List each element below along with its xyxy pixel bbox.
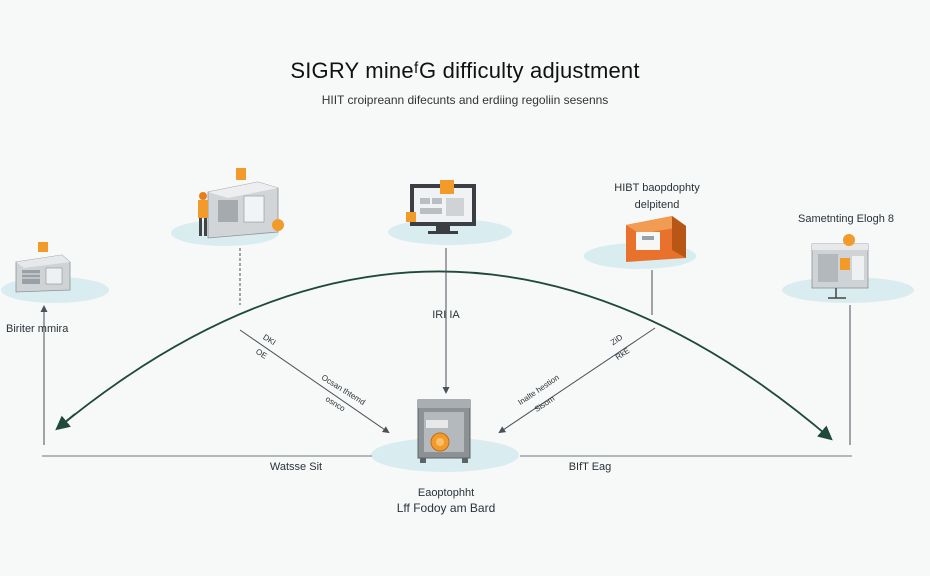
top-right-node-label-line1: HIBT baopdophty <box>614 182 700 194</box>
right-diagonal-label-b: RkE <box>614 346 632 362</box>
left-server-icon <box>15 242 71 293</box>
diagram-subtitle: HIIT croipreann difecunts and erdiing re… <box>321 93 609 107</box>
top-left-mining-farm-icon <box>198 168 284 239</box>
adjustment-arc <box>57 270 833 441</box>
center-vertical-label: IRI IA <box>432 309 460 321</box>
right-node-label: Sametnting Elogh 8 <box>798 213 894 225</box>
arrow-right-diagonal <box>498 327 656 434</box>
bottom-right-label: BIfT Eag <box>569 461 612 473</box>
diagram-title: SIGRY mineᶠG difficulty adjustment <box>290 58 640 83</box>
left-node-label: Biriter mmira <box>6 323 69 335</box>
arrow-left-diagonal <box>239 329 390 434</box>
top-right-mining-box-icon <box>626 216 686 262</box>
left-diagonal-label-b: OE <box>254 347 269 361</box>
center-node-label-line1: Eaoptophht <box>418 487 474 499</box>
center-vault-icon <box>417 399 471 463</box>
left-diagonal-label-d: osnco <box>324 394 347 413</box>
center-node-label-line2: Lff Fodoy am Bard <box>397 501 496 515</box>
bottom-left-label: Watsse Sit <box>270 461 322 473</box>
left-diagonal-label-a: DKI <box>261 333 277 348</box>
right-diagonal-label-a: ZiD <box>609 333 625 348</box>
right-server-icon <box>811 234 869 299</box>
top-right-node-label-line2: delpitend <box>635 199 680 211</box>
adjustment-arc-left-head <box>55 413 76 431</box>
top-center-monitor-icon <box>406 180 476 234</box>
